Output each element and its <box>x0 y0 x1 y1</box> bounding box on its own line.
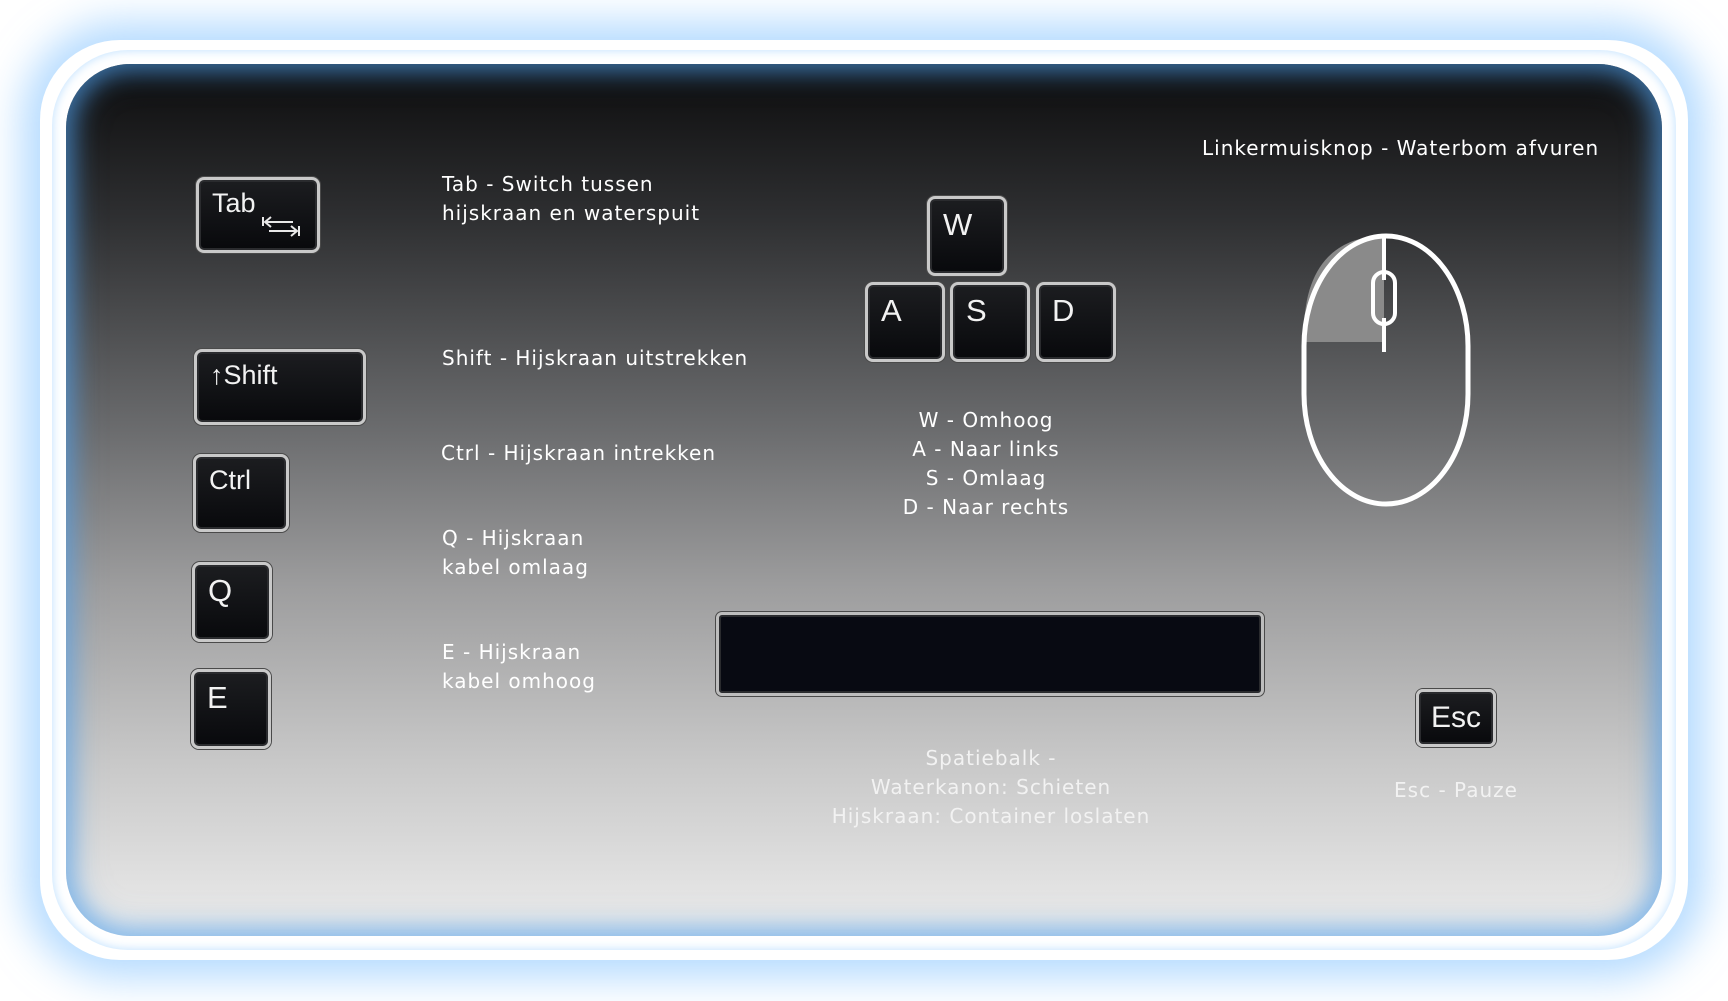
shift-key[interactable]: ↑Shift <box>194 349 366 425</box>
q-key[interactable]: Q <box>192 562 272 642</box>
w-key[interactable]: W <box>927 196 1007 276</box>
ctrl-key-label: Ctrl <box>209 465 251 495</box>
spacebar-description: Spatiebalk - Waterkanon: Schieten Hijskr… <box>831 746 1151 828</box>
d-key[interactable]: D <box>1036 282 1116 362</box>
esc-key[interactable]: Esc <box>1416 689 1496 747</box>
a-key[interactable]: A <box>865 282 945 362</box>
s-key-label: S <box>966 293 987 328</box>
tab-arrows-icon <box>262 216 300 237</box>
a-key-label: A <box>881 293 902 328</box>
s-key[interactable]: S <box>950 282 1030 362</box>
esc-key-label: Esc <box>1430 701 1481 734</box>
mouse-description: Linkermuisknop - Waterbom afvuren <box>1202 136 1600 160</box>
e-description: E - Hijskraan kabel omhoog <box>442 640 596 693</box>
ctrl-key[interactable]: Ctrl <box>193 454 289 532</box>
d-key-label: D <box>1052 293 1075 328</box>
wasd-description: W - Omhoog A - Naar links S - Omlaag D -… <box>902 408 1070 519</box>
tab-key[interactable]: Tab <box>196 177 320 253</box>
shift-description: Shift - Hijskraan uitstrekken <box>442 346 749 370</box>
ctrl-description: Ctrl - Hijskraan intrekken <box>441 441 717 465</box>
mouse-left-button-icon <box>1301 233 1471 507</box>
tab-key-label: Tab <box>212 188 256 218</box>
controls-panel: Tab Tab - Switch tussen hijskraan en wat… <box>66 64 1662 936</box>
e-key[interactable]: E <box>191 669 271 749</box>
q-description: Q - Hijskraan kabel omlaag <box>442 526 589 579</box>
e-key-label: E <box>207 680 228 715</box>
shift-key-label: ↑Shift <box>210 360 278 390</box>
w-key-label: W <box>943 207 973 242</box>
esc-description: Esc - Pauze <box>1394 778 1518 802</box>
spacebar-key[interactable] <box>716 612 1264 696</box>
q-key-label: Q <box>208 573 233 608</box>
tab-description: Tab - Switch tussen hijskraan en watersp… <box>442 172 701 225</box>
